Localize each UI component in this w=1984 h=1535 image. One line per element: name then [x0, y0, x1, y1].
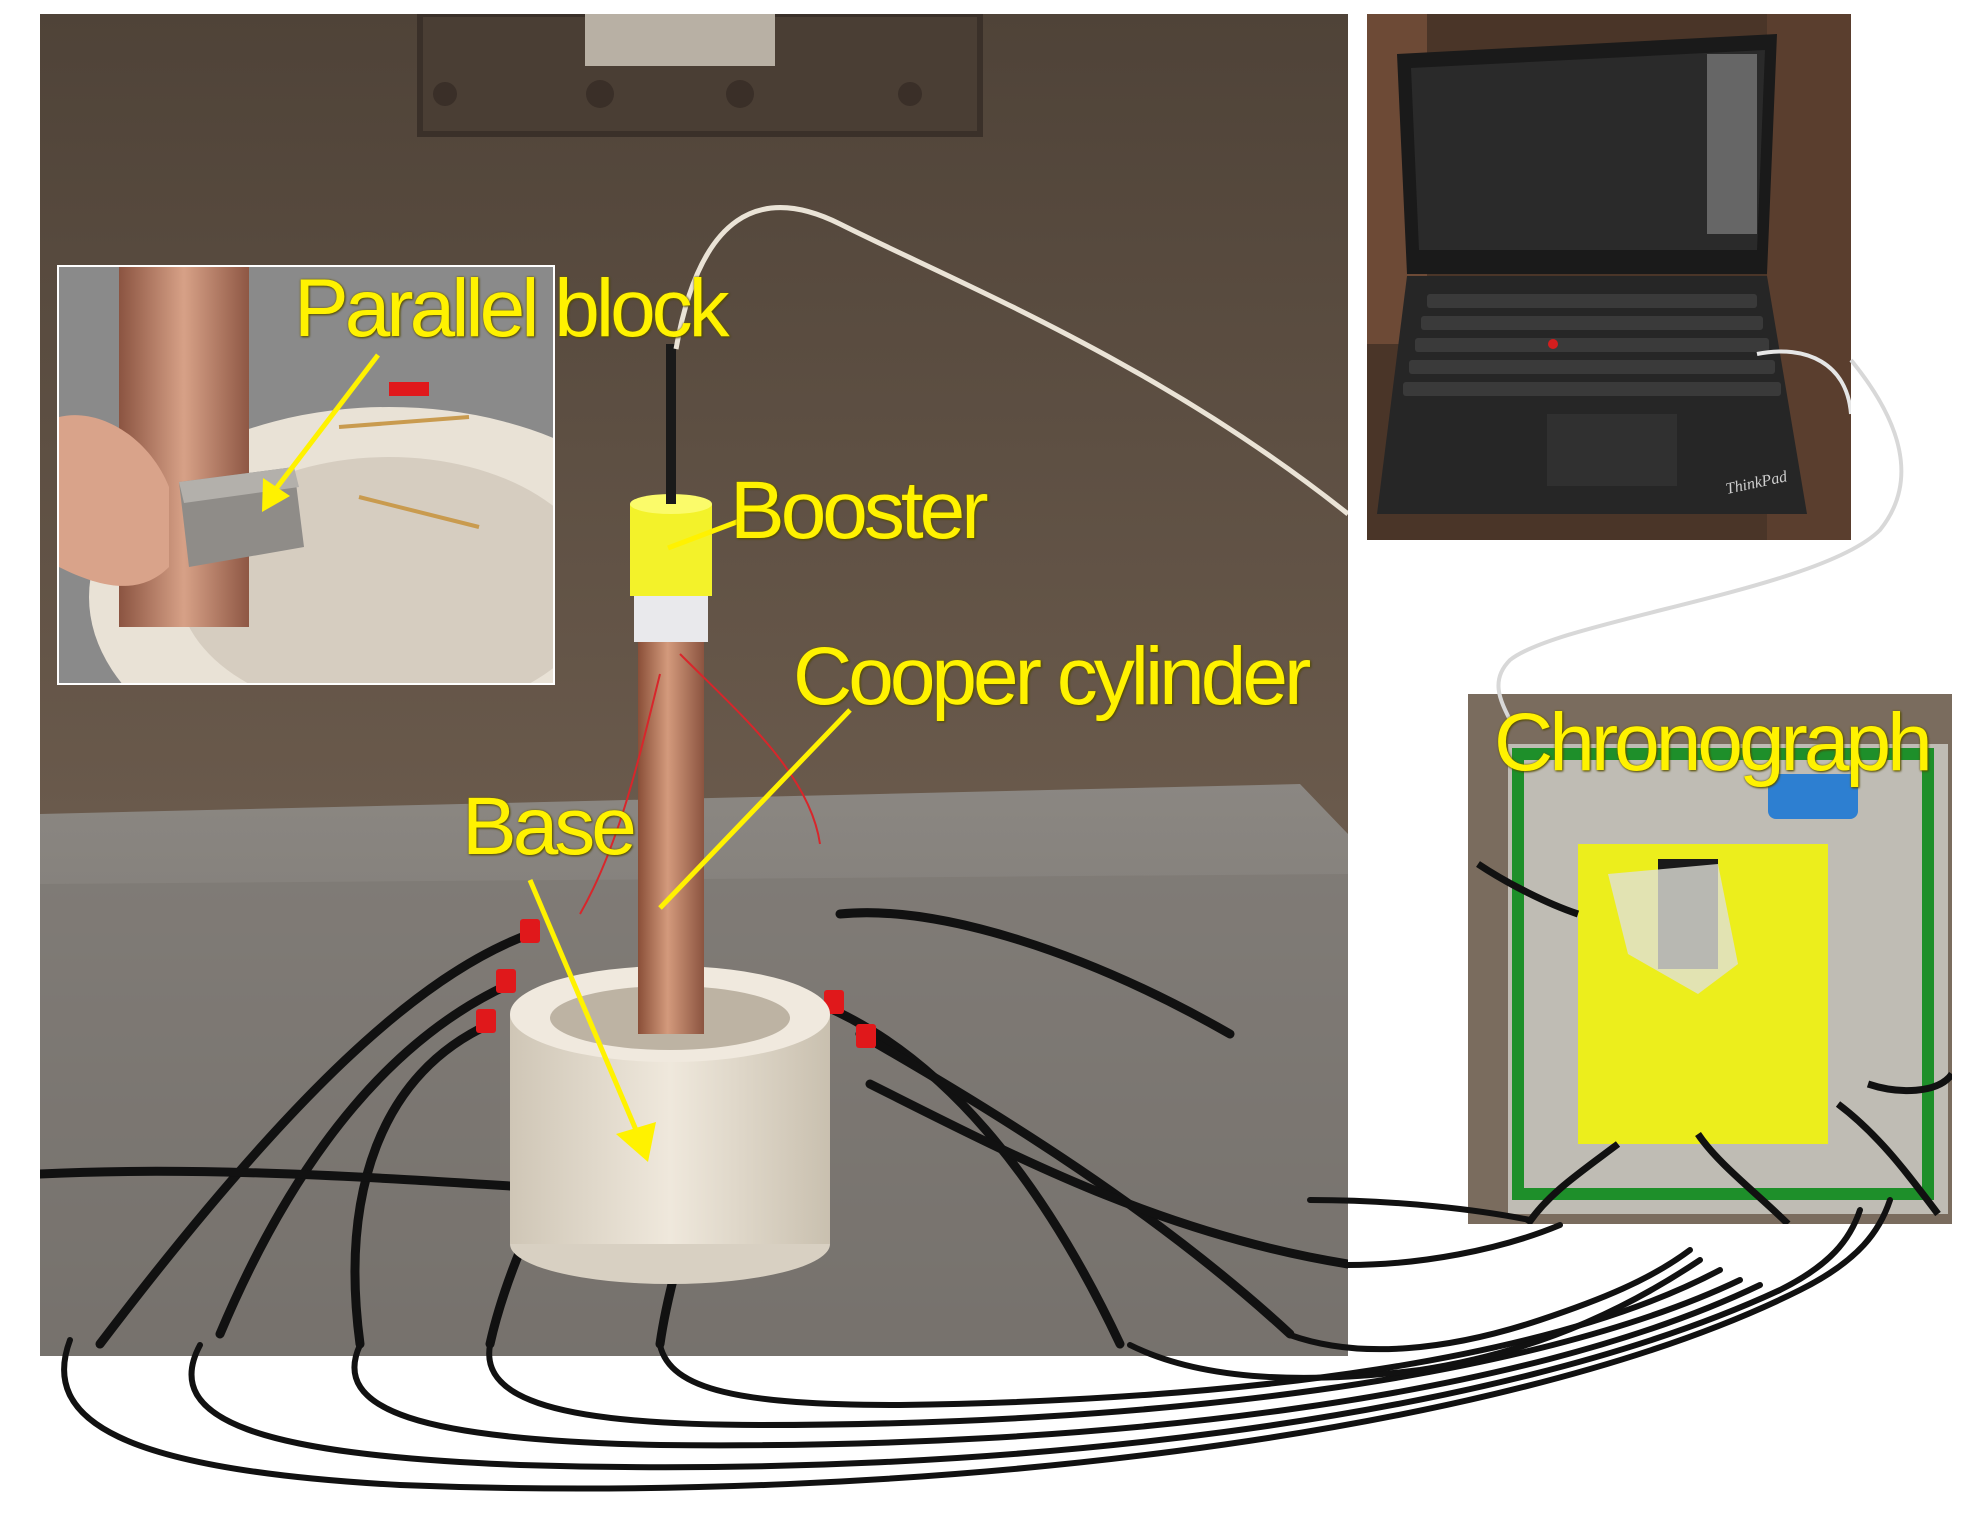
label-cooper-cylinder: Cooper cylinder: [793, 631, 1311, 722]
label-parallel-block: Parallel block: [294, 263, 730, 354]
pointer-cooper-cylinder: [658, 708, 852, 910]
label-chronograph: Chronograph: [1494, 697, 1933, 788]
chronograph-photo: [1468, 694, 1952, 1224]
pointer-booster: [667, 517, 743, 551]
pointer-base: [527, 879, 656, 1162]
laptop-illustration: ThinkPad: [1367, 14, 1851, 540]
parallel-block-illustration: [59, 267, 553, 683]
parallel-block-inset-photo: [57, 265, 555, 685]
experiment-setup-illustration: [40, 14, 1348, 1356]
label-base: Base: [462, 781, 637, 872]
pointer-parallel-block: [262, 353, 380, 512]
chronograph-illustration: [1468, 694, 1952, 1224]
main-photo: [40, 14, 1348, 1356]
label-booster: Booster: [730, 465, 989, 556]
laptop-photo: ThinkPad: [1367, 14, 1851, 540]
